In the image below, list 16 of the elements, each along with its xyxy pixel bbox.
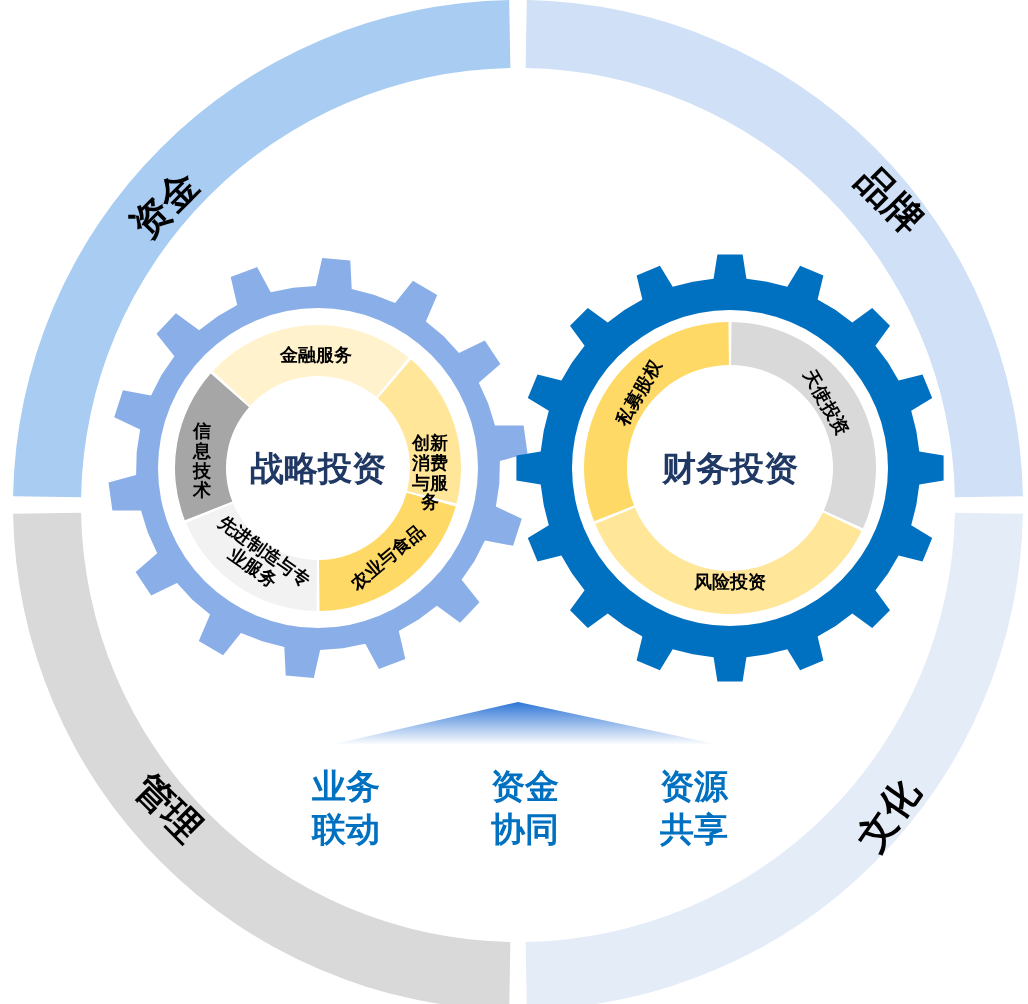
ring-label: 文化	[850, 772, 926, 858]
caption-text: 资金协同	[490, 766, 560, 850]
segment-label: 天使投资	[793, 359, 857, 447]
segment-label: 风险投资	[685, 573, 775, 593]
center-label: 财务投资	[662, 451, 798, 485]
segment-label: 私募股权	[608, 349, 672, 437]
ring-label: 品牌	[849, 159, 931, 241]
ring-label: 资金	[124, 164, 206, 246]
segment-label: 信息技术	[192, 422, 212, 502]
ring-label: 管理	[127, 767, 209, 849]
segment-label: 金融服务	[271, 346, 361, 366]
center-label: 战略投资	[250, 451, 386, 485]
segment-label: 农业与食品	[339, 515, 437, 601]
caption-text: 资源共享	[659, 766, 729, 850]
caption-text: 业务联动	[310, 766, 381, 850]
segment-label: 创新消费与服务	[411, 434, 449, 514]
